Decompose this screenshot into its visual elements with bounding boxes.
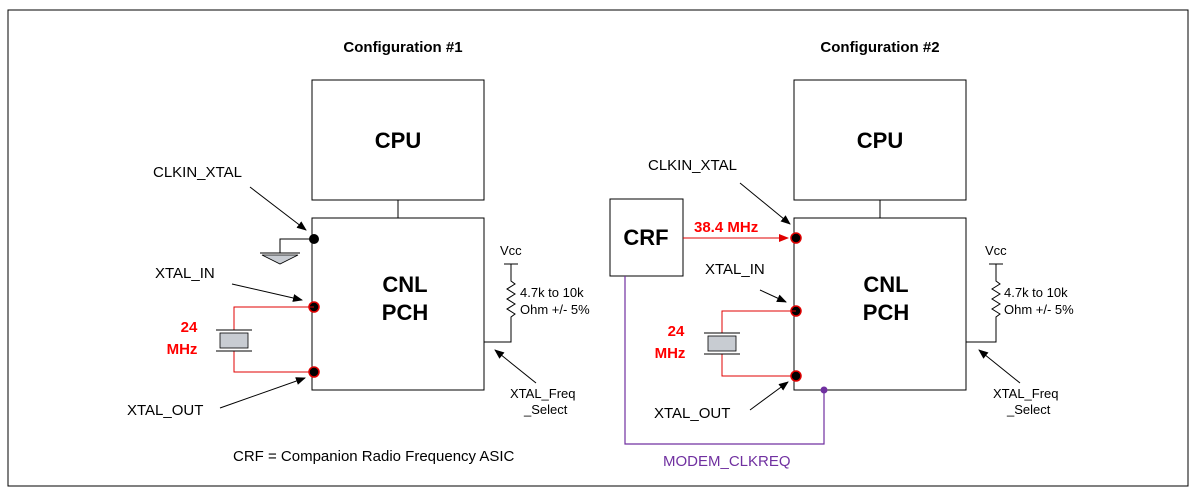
config2-freq-select-line1: XTAL_Freq <box>993 386 1059 401</box>
config2-freq-select-arrow <box>978 349 1021 384</box>
config1-pch-box <box>311 217 485 391</box>
config1-crystal-wire-top <box>233 306 314 330</box>
config2-crf-label: CRF <box>623 225 668 250</box>
config2-cpu-box <box>793 79 967 201</box>
config2-xtal-out-pin <box>790 370 802 382</box>
config2-clkin-pin <box>790 232 802 244</box>
config2-resistor-line2: Ohm +/- 5% <box>1004 302 1074 317</box>
config2-clkin-arrow <box>739 182 791 225</box>
config1-crystal-wire-bottom <box>233 351 314 373</box>
config2-crystal-wire-bottom <box>721 354 796 377</box>
config1-ground-wire <box>279 238 314 253</box>
config1-crystal-freq-line1: 24 <box>181 319 198 336</box>
config2-modem-clkreq-wire <box>624 276 825 445</box>
config1-xtal-out-label: XTAL_OUT <box>127 402 203 419</box>
config1-freq-select-line1: XTAL_Freq <box>510 386 576 401</box>
config1-xtal-in-arrow <box>231 283 303 302</box>
config1-cpu-box <box>311 79 485 201</box>
config1-xtal-in-label: XTAL_IN <box>155 265 215 282</box>
config1-cpu-label: CPU <box>375 128 421 153</box>
config1-vcc-label: Vcc <box>500 243 522 258</box>
configuration-2: Configuration #2 CPU CNL PCH CRF 38.4 MH… <box>609 39 1074 470</box>
config1-pch-label-line1: CNL <box>382 272 427 297</box>
config2-crystal-freq-line2: MHz <box>655 345 686 362</box>
config2-xtal-in-label: XTAL_IN <box>705 261 765 278</box>
config2-title: Configuration #2 <box>820 39 939 56</box>
config1-resistor-line1: 4.7k to 10k <box>520 285 584 300</box>
config2-cpu-label: CPU <box>857 128 903 153</box>
config2-xtal-in-arrow <box>759 289 787 303</box>
diagram-frame <box>7 9 1189 487</box>
config2-pch-label-line1: CNL <box>863 272 908 297</box>
config1-freq-select-line2: _Select <box>523 402 568 417</box>
config2-xtal-out-label: XTAL_OUT <box>654 405 730 422</box>
config2-crystal-icon <box>707 335 737 352</box>
config1-crystal-freq-line2: MHz <box>167 341 198 358</box>
config2-crf-box <box>609 198 684 277</box>
config1-freq-select-arrow <box>494 349 537 384</box>
config1-pch-label-line2: PCH <box>382 300 428 325</box>
config1-ground-icon <box>261 254 299 265</box>
config2-clkin-label: CLKIN_XTAL <box>648 157 737 174</box>
config1-resistor-line2: Ohm +/- 5% <box>520 302 590 317</box>
config1-pullup-resistor-icon <box>484 264 516 343</box>
config2-pch-box <box>793 217 967 391</box>
config1-clkin-arrow <box>249 186 307 231</box>
config2-pch-label-line2: PCH <box>863 300 909 325</box>
config2-modem-clkreq-pin <box>820 386 828 394</box>
config1-clkin-label: CLKIN_XTAL <box>153 164 242 181</box>
crf-footnote: CRF = Companion Radio Frequency ASIC <box>233 448 515 465</box>
config2-crf-clock-label: 38.4 MHz <box>694 219 758 236</box>
config1-title: Configuration #1 <box>343 39 462 56</box>
config1-crystal-icon <box>219 332 249 349</box>
config2-crystal-freq-line1: 24 <box>668 323 685 340</box>
configuration-1: Configuration #1 CPU CNL PCH CLKIN_XTAL … <box>127 39 590 419</box>
config1-xtal-out-arrow <box>219 377 306 409</box>
config2-resistor-line1: 4.7k to 10k <box>1004 285 1068 300</box>
config2-pullup-resistor-icon <box>966 264 1001 343</box>
config2-modem-clkreq-label: MODEM_CLKREQ <box>663 453 791 470</box>
config2-vcc-label: Vcc <box>985 243 1007 258</box>
config1-xtal-out-pin <box>308 366 320 378</box>
config2-crystal-wire-top <box>721 310 796 333</box>
config2-freq-select-line2: _Select <box>1006 402 1051 417</box>
config2-xtal-out-arrow <box>749 381 789 411</box>
